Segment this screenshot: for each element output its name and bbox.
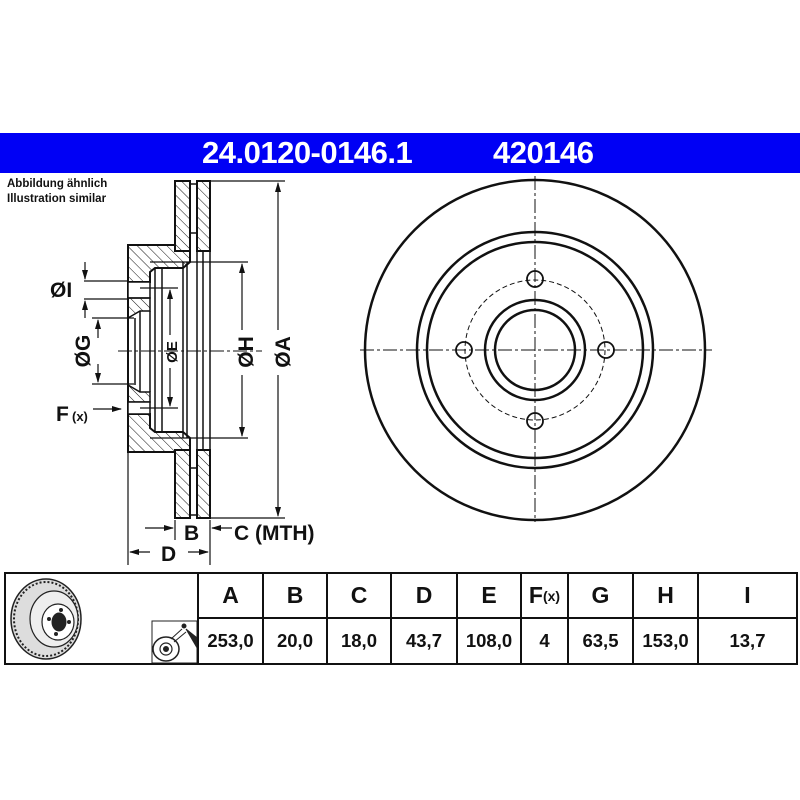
col-header-C: C <box>326 574 390 619</box>
value-E: 108,0 <box>456 619 520 663</box>
dimension-labels: ØA ØH ØE ØG ØI F (x) B C (MTH) D <box>50 279 314 566</box>
label-F: F <box>56 403 69 426</box>
label-C: C (MTH) <box>234 522 314 545</box>
value-C: 18,0 <box>326 619 390 663</box>
label-B: B <box>184 522 199 545</box>
label-F-suffix: (x) <box>72 409 88 424</box>
col-header-A: A <box>197 574 262 619</box>
value-A: 253,0 <box>197 619 262 663</box>
spray-coating-icon <box>151 620 198 664</box>
value-D: 43,7 <box>390 619 456 663</box>
label-dia-I: ØI <box>50 279 72 302</box>
col-header-F: F(x) <box>520 574 567 619</box>
reference-number: 420146 <box>493 135 594 170</box>
side-section-view <box>118 180 262 519</box>
col-header-B: B <box>262 574 326 619</box>
dimension-lines <box>82 180 285 565</box>
table-thumbnail-cell <box>6 574 198 664</box>
col-header-E: E <box>456 574 520 619</box>
col-header-I: I <box>697 574 796 619</box>
col-header-H: H <box>632 574 697 619</box>
caption-english: Illustration similar <box>7 193 107 205</box>
label-dia-G: ØG <box>72 335 95 368</box>
label-dia-H: ØH <box>235 336 258 368</box>
label-dia-E: ØE <box>164 341 181 363</box>
value-B: 20,0 <box>262 619 326 663</box>
header-bar <box>0 133 800 173</box>
value-H: 153,0 <box>632 619 697 663</box>
value-F: 4 <box>520 619 567 663</box>
part-number: 24.0120-0146.1 <box>202 135 413 170</box>
specification-table: A B C D E F(x) G H I 253,0 20,0 18,0 43,… <box>4 572 798 665</box>
front-view <box>360 176 712 522</box>
technical-drawing: ØA ØH ØE ØG ØI F (x) B C (MTH) D <box>50 176 712 566</box>
value-I: 13,7 <box>697 619 796 663</box>
value-G: 63,5 <box>567 619 632 663</box>
col-header-G: G <box>567 574 632 619</box>
brake-disc-perspective-icon <box>10 578 82 660</box>
label-D: D <box>161 543 176 566</box>
label-dia-A: ØA <box>272 336 295 368</box>
illustration-caption: Abbildung ähnlich Illustration similar <box>7 177 107 207</box>
caption-german: Abbildung ähnlich <box>7 178 108 190</box>
col-header-D: D <box>390 574 456 619</box>
